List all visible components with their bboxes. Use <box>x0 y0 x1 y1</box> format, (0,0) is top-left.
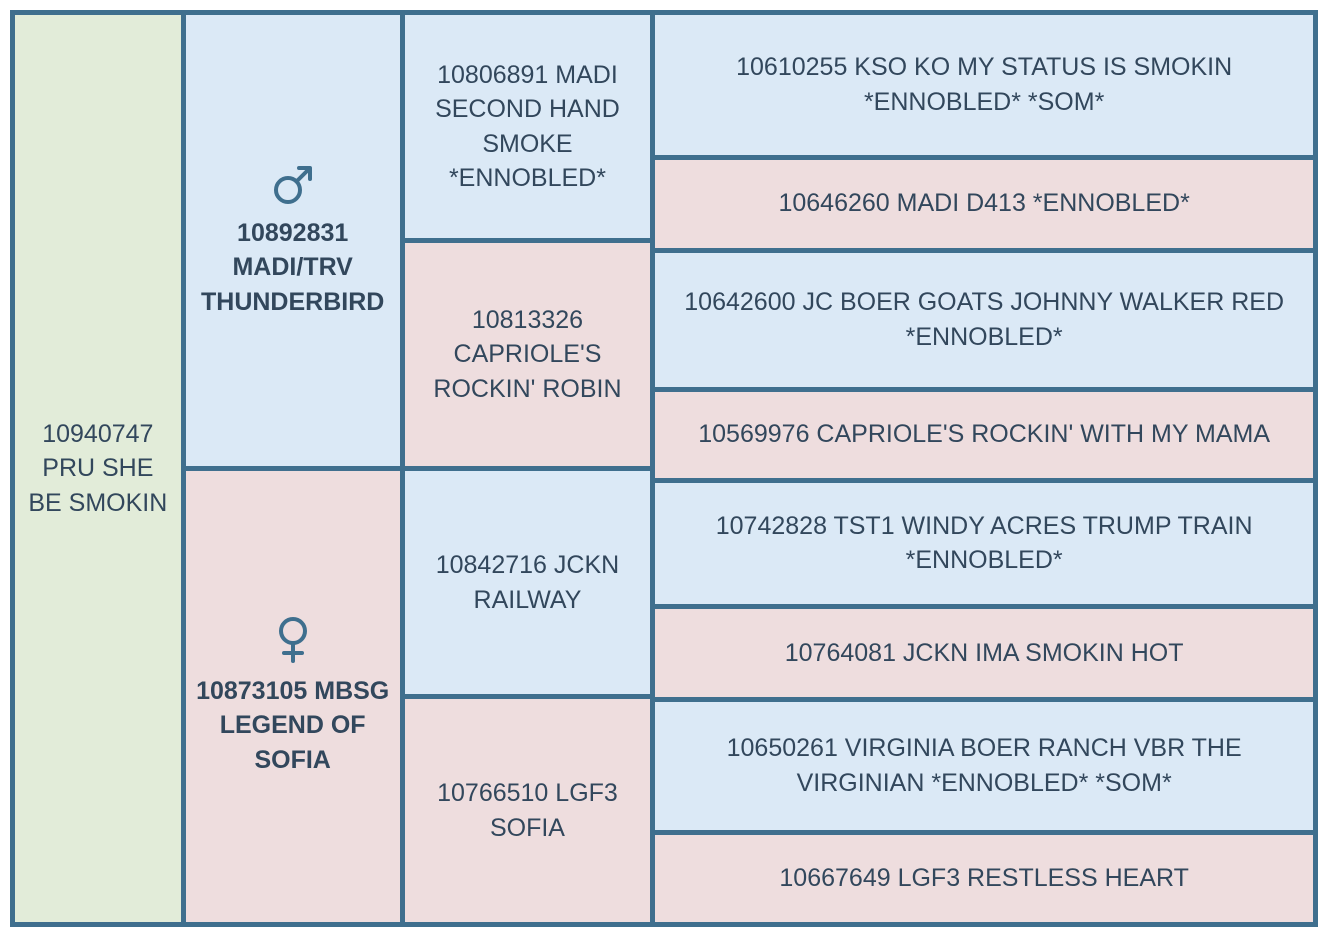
animal-name-great-grandparent-4: 10569976 CAPRIOLE'S ROCKIN' WITH MY MAMA <box>698 420 1271 449</box>
pedigree-cell-great-grandparent-5[interactable]: 10742828 TST1 WINDY ACRES TRUMP TRAIN *E… <box>655 477 1313 604</box>
animal-name-great-grandparent-2: 10646260 MADI D413 *ENNOBLED* <box>778 189 1190 218</box>
animal-name-great-grandparent-6: 10764081 JCKN IMA SMOKIN HOT <box>784 638 1184 667</box>
animal-name-grandparent-2: 10813326 CAPRIOLE'S ROCKIN' ROBIN <box>433 305 622 403</box>
generation-grandparents-column: 10806891 MADI SECOND HAND SMOKE *ENNOBLE… <box>399 15 651 922</box>
animal-name-grandparent-4: 10766510 LGF3 SOFIA <box>437 779 618 842</box>
pedigree-cell-grandparent-1[interactable]: 10806891 MADI SECOND HAND SMOKE *ENNOBLE… <box>404 15 651 238</box>
animal-name-grandparent-1: 10806891 MADI SECOND HAND SMOKE *ENNOBLE… <box>435 60 620 193</box>
pedigree-cell-great-grandparent-8[interactable]: 10667649 LGF3 RESTLESS HEART <box>655 829 1313 922</box>
pedigree-cell-great-grandparent-1[interactable]: 10610255 KSO KO MY STATUS IS SMOKIN *ENN… <box>655 15 1313 155</box>
animal-name-great-grandparent-7: 10650261 VIRGINIA BOER RANCH VBR THE VIR… <box>726 734 1242 797</box>
pedigree-cell-self[interactable]: 10940747 PRU SHE BE SMOKIN <box>15 15 181 922</box>
animal-name-dam: 10873105 MBSG LEGEND OF SOFIA <box>196 676 390 774</box>
pedigree-cell-great-grandparent-4[interactable]: 10569976 CAPRIOLE'S ROCKIN' WITH MY MAMA <box>655 386 1313 478</box>
animal-name-grandparent-3: 10842716 JCKN RAILWAY <box>435 551 620 614</box>
generation-great-grandparents-column: 10610255 KSO KO MY STATUS IS SMOKIN *ENN… <box>650 15 1313 922</box>
pedigree-cell-great-grandparent-6[interactable]: 10764081 JCKN IMA SMOKIN HOT <box>655 603 1313 697</box>
pedigree-cell-grandparent-3[interactable]: 10842716 JCKN RAILWAY <box>404 466 651 694</box>
animal-name-sire: 10892831 MADI/TRV THUNDERBIRD <box>201 218 385 316</box>
venus-icon <box>276 616 310 664</box>
mars-icon <box>272 162 314 206</box>
pedigree-cell-sire[interactable]: 10892831 MADI/TRV THUNDERBIRD <box>185 15 400 466</box>
generation-self-column: 10940747 PRU SHE BE SMOKIN <box>15 15 181 922</box>
animal-name-great-grandparent-1: 10610255 KSO KO MY STATUS IS SMOKIN *ENN… <box>736 53 1233 116</box>
animal-name-great-grandparent-5: 10742828 TST1 WINDY ACRES TRUMP TRAIN *E… <box>715 511 1253 575</box>
pedigree-cell-dam[interactable]: 10873105 MBSG LEGEND OF SOFIA <box>185 466 400 922</box>
pedigree-cell-grandparent-2[interactable]: 10813326 CAPRIOLE'S ROCKIN' ROBIN <box>404 238 651 466</box>
pedigree-cell-great-grandparent-3[interactable]: 10642600 JC BOER GOATS JOHNNY WALKER RED… <box>655 247 1313 387</box>
generation-parents-column: 10892831 MADI/TRV THUNDERBIRD 10873105 M… <box>180 15 400 922</box>
animal-name-great-grandparent-8: 10667649 LGF3 RESTLESS HEART <box>779 864 1189 893</box>
animal-name-great-grandparent-3: 10642600 JC BOER GOATS JOHNNY WALKER RED… <box>684 288 1284 351</box>
pedigree-cell-great-grandparent-7[interactable]: 10650261 VIRGINIA BOER RANCH VBR THE VIR… <box>655 696 1313 830</box>
animal-name-self: 10940747 PRU SHE BE SMOKIN <box>28 419 168 517</box>
pedigree-chart: 10940747 PRU SHE BE SMOKIN 10892831 MADI… <box>10 10 1318 927</box>
pedigree-cell-grandparent-4[interactable]: 10766510 LGF3 SOFIA <box>404 694 651 922</box>
pedigree-cell-great-grandparent-2[interactable]: 10646260 MADI D413 *ENNOBLED* <box>655 154 1313 248</box>
